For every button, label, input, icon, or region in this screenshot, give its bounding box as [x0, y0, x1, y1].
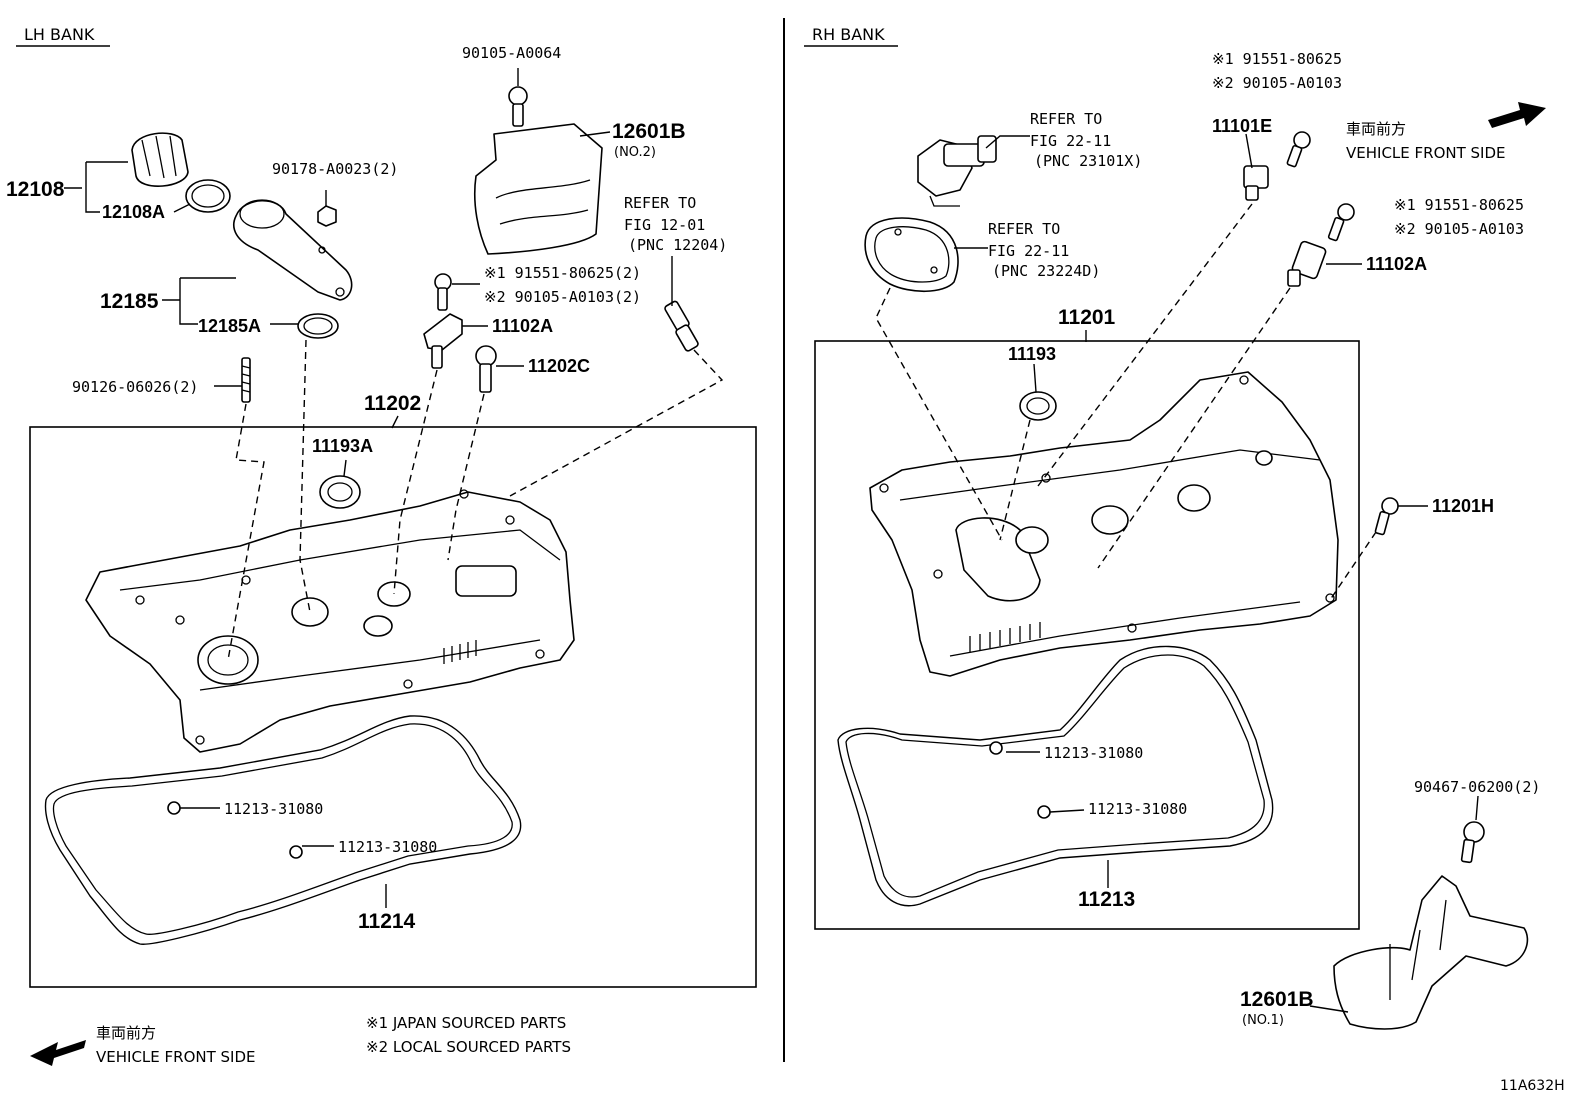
stud-90126	[241, 357, 251, 403]
bolt-91551-lh	[434, 273, 452, 311]
label-90105-a0064: 90105-A0064	[462, 44, 561, 62]
rh-dashed-guides	[875, 203, 1377, 601]
rh-assembly-box	[814, 340, 1360, 930]
refer-rh-a2: FIG 22-11	[1030, 132, 1111, 150]
label-12108: 12108	[6, 178, 65, 201]
cam-sensor-11101e	[1243, 165, 1269, 201]
label-11202: 11202	[364, 392, 421, 415]
refer-rh-a1: REFER TO	[1030, 110, 1102, 128]
bolt-11201h	[1374, 497, 1399, 536]
seal-11193	[1019, 391, 1057, 421]
lh-cylinder-head-cover	[85, 489, 575, 753]
label-11101e: 11101E	[1212, 116, 1272, 136]
rh-bank-heading: RH BANK	[812, 25, 885, 44]
label-bolt-a-japan: ※1 91551-80625	[1394, 196, 1524, 214]
figure-id: 11A632H	[1500, 1078, 1565, 1094]
label-bolt-a-local: ※2 90105-A0103	[1394, 220, 1524, 238]
vehicle-front-arrow-lh	[30, 1040, 86, 1066]
label-gasket-plug-lh-2: 11213-31080	[338, 838, 437, 856]
refer-rh-b1: REFER TO	[988, 220, 1060, 238]
label-gasket-plug-rh-1: 11213-31080	[1044, 744, 1143, 762]
label-bolt-japan-lh: ※1 91551-80625(2)	[484, 264, 641, 282]
label-11202c: 11202C	[528, 356, 590, 376]
label-90178: 90178-A0023(2)	[272, 160, 398, 178]
oil-filler-cap	[131, 132, 189, 187]
label-12601b-no2-suffix: (NO.2)	[614, 145, 656, 160]
label-bolt-e-japan: ※1 91551-80625	[1212, 50, 1342, 68]
refer-lh-1: REFER TO	[624, 194, 696, 212]
bolt-91551-rh-upper	[1286, 131, 1311, 168]
rh-leader-lines	[954, 133, 1479, 1013]
vehicle-front-arrow-rh	[1488, 102, 1546, 128]
bolt-91551-rh-lower	[1327, 203, 1355, 242]
note-japan-sourced: ※1 JAPAN SOURCED PARTS	[366, 1014, 566, 1032]
label-11102a-lh: 11102A	[492, 316, 553, 336]
label-12185a: 12185A	[198, 316, 261, 336]
front-jp-lh: 車両前方	[96, 1024, 156, 1042]
label-12108a: 12108A	[102, 202, 165, 222]
bolt-90105-a0064	[508, 86, 528, 127]
label-12185: 12185	[100, 290, 159, 313]
engine-cover-no1	[1333, 875, 1529, 1030]
rh-head-cover-gasket	[837, 645, 1274, 907]
bolt-11202c	[475, 345, 497, 393]
seal-11193a	[319, 475, 361, 509]
cap-gasket	[185, 179, 231, 213]
label-12601b-no1-suffix: (NO.1)	[1242, 1013, 1284, 1028]
refer-rh-b3: (PNC 23224D)	[992, 262, 1100, 280]
label-11102a-rh: 11102A	[1366, 254, 1427, 274]
label-gasket-plug-lh-1: 11213-31080	[224, 800, 323, 818]
front-jp-rh: 車両前方	[1346, 120, 1406, 138]
purge-vsv	[917, 135, 997, 207]
lh-leader-lines	[64, 68, 673, 908]
label-12601b-no2: 12601B	[612, 120, 686, 143]
note-local-sourced: ※2 LOCAL SOURCED PARTS	[366, 1038, 571, 1056]
label-11193a: 11193A	[312, 436, 373, 456]
cam-sensor-11102a-rh	[1287, 240, 1327, 287]
label-12601b-no1: 12601B	[1240, 988, 1314, 1011]
oil-pressure-sensor	[664, 300, 699, 352]
label-11214: 11214	[358, 910, 416, 933]
label-11193: 11193	[1008, 344, 1056, 364]
cam-sensor-lh	[423, 313, 463, 369]
label-11201: 11201	[1058, 306, 1116, 329]
refer-lh-3: (PNC 12204)	[628, 236, 727, 254]
refer-rh-a3: (PNC 23101X)	[1034, 152, 1142, 170]
refer-rh-b2: FIG 22-11	[988, 242, 1069, 260]
label-bolt-e-local: ※2 90105-A0103	[1212, 74, 1342, 92]
rh-cylinder-head-cover	[869, 371, 1339, 677]
oil-filler-tube	[233, 199, 353, 301]
label-90467: 90467-06200(2)	[1414, 778, 1540, 796]
label-11213: 11213	[1078, 888, 1135, 911]
vsv-gasket	[864, 217, 959, 293]
refer-lh-2: FIG 12-01	[624, 216, 705, 234]
nut-90178	[317, 205, 337, 227]
label-11201h: 11201H	[1432, 496, 1494, 516]
tube-gasket	[297, 313, 339, 339]
lh-dashed-guides	[227, 339, 724, 661]
engine-cover-no2	[473, 123, 603, 255]
lh-bank-heading: LH BANK	[24, 25, 95, 44]
front-en-rh: VEHICLE FRONT SIDE	[1346, 144, 1506, 162]
bolt-90467	[1460, 821, 1485, 864]
label-bolt-local-lh: ※2 90105-A0103(2)	[484, 288, 641, 306]
label-gasket-plug-rh-2: 11213-31080	[1088, 800, 1187, 818]
lh-head-cover-gasket	[44, 715, 522, 945]
front-en-lh: VEHICLE FRONT SIDE	[96, 1048, 256, 1066]
label-90126: 90126-06026(2)	[72, 378, 198, 396]
